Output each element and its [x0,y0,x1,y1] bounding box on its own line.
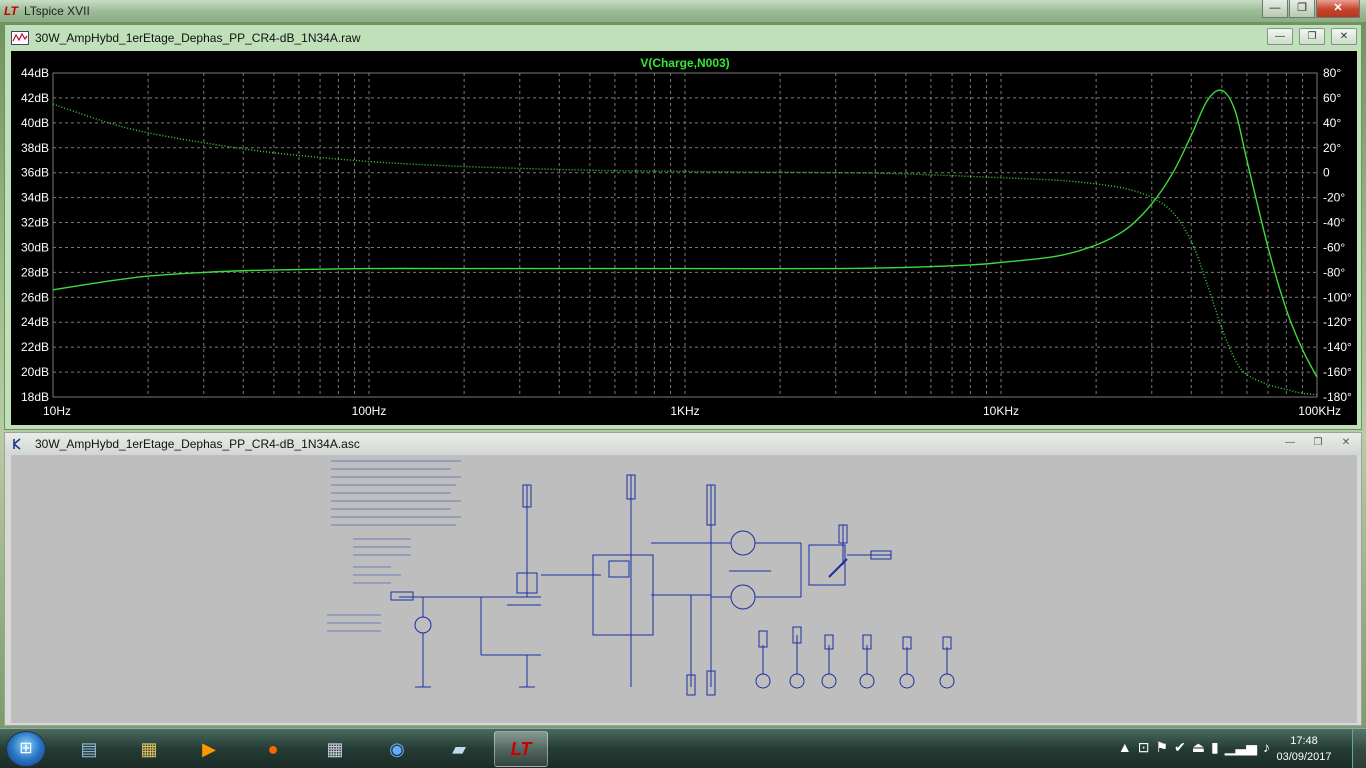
plot-area[interactable]: 44dB 42dB 40dB 38dB 36dB 34dB 32dB 30dB 28dB 26dB… [11,51,1357,425]
restore-button[interactable]: ❐ [1289,0,1315,18]
y-right-tick-label: 40° [1323,116,1341,130]
minimize-button[interactable]: — [1262,0,1288,18]
schematic-icon [13,438,21,450]
tray-power-icon[interactable]: ▮ [1210,739,1219,755]
y-left-tick-label: 26dB [21,290,49,304]
tray-update-icon[interactable]: ✔ [1174,739,1186,755]
start-button[interactable]: ⊞ [6,731,46,767]
y-right-tick-label: 60° [1323,91,1341,105]
x-tick-label: 100KHz [1298,404,1341,418]
taskbar-app-network[interactable]: ◉ [370,731,424,767]
taskbar-clock[interactable]: 17:48 03/09/2017 [1274,733,1334,765]
clock-date: 03/09/2017 [1276,751,1332,763]
x-tick-label: 100Hz [352,404,387,418]
schematic-window-title: 30W_AmpHybd_1erEtage_Dephas_PP_CR4-dB_1N… [35,437,360,451]
schematic-minimize-button[interactable]: — [1285,437,1295,448]
tray-flag-icon[interactable]: ⚑ [1155,739,1168,755]
plot-restore-button[interactable]: ❐ [1299,28,1325,45]
y-right-tick-label: -120° [1323,315,1352,329]
ltspice-logo-icon: LT [4,4,18,18]
app-titlebar[interactable]: LT LTspice XVII — ❐ ✕ [0,0,1366,22]
schematic-canvas[interactable] [11,455,1357,723]
schematic-close-button[interactable]: ✕ [1341,437,1351,448]
spice-directives [327,460,461,632]
plot-window-title: 30W_AmpHybd_1erEtage_Dephas_PP_CR4-dB_1N… [35,31,361,45]
y-left-tick-label: 38dB [21,141,49,155]
y-left-tick-label: 28dB [21,265,49,279]
close-button[interactable]: ✕ [1316,0,1360,18]
y-left-tick-label: 20dB [21,365,49,379]
app-window-controls: — ❐ ✕ [1261,0,1360,18]
y-right-tick-label: -140° [1323,340,1352,354]
plot-minimize-button[interactable]: — [1267,28,1293,45]
globe-icon: ◉ [389,738,405,759]
plot-window-titlebar[interactable]: 30W_AmpHybd_1erEtage_Dephas_PP_CR4-dB_1N… [5,25,1361,51]
y-right-tick-label: -20° [1323,191,1345,205]
system-tray: ▲ ⊡ ⚑ ✔ ⏏ ▮ ▁▃▅ ♪ [1118,739,1270,756]
taskbar-app-firefox[interactable]: ● [246,731,300,767]
plot-title: V(Charge,N003) [640,56,729,70]
word-icon: ▤ [80,738,98,759]
show-desktop-button[interactable] [1352,729,1366,768]
bode-plot[interactable]: 44dB 42dB 40dB 38dB 36dB 34dB 32dB 30dB 28dB 26dB… [11,51,1357,425]
plot-window-controls: — ❐ ✕ [1261,28,1357,45]
y-left-tick-label: 22dB [21,340,49,354]
y-right-tick-label: 80° [1323,66,1341,80]
y-right-tick-label: 20° [1323,141,1341,155]
app-title: LTspice XVII [24,4,90,18]
y-right-tick-label: -160° [1323,365,1352,379]
taskbar-app-calculator[interactable]: ▦ [308,731,362,767]
schematic-window[interactable]: 30W_AmpHybd_1erEtage_Dephas_PP_CR4-dB_1N… [4,432,1362,726]
y-left-tick-label: 44dB [21,66,49,80]
firefox-icon: ● [267,738,279,759]
plot-window[interactable]: 30W_AmpHybd_1erEtage_Dephas_PP_CR4-dB_1N… [4,24,1362,430]
y-right-tick-label: -40° [1323,216,1345,230]
ltspice-icon: LT [510,738,532,759]
taskbar-app-notepad[interactable]: ▰ [432,731,486,767]
schematic-restore-button[interactable]: ❐ [1313,437,1323,448]
tray-volume-icon[interactable]: ♪ [1263,739,1270,755]
tray-expand-icon[interactable]: ▲ [1117,739,1132,755]
schematic-window-titlebar[interactable]: 30W_AmpHybd_1erEtage_Dephas_PP_CR4-dB_1N… [5,433,1361,455]
y-left-tick-label: 42dB [21,91,49,105]
x-tick-label: 1KHz [670,404,699,418]
media-player-icon: ▶ [202,738,216,759]
phase-trace [52,103,1318,396]
phase-splitter-stage[interactable] [541,474,711,696]
y-left-tick-label: 36dB [21,166,49,180]
taskbar-app-explorer[interactable]: ▦ [122,731,176,767]
schematic-window-controls: — ❐ ✕ [1273,436,1357,450]
y-right-tick-label: -180° [1323,390,1352,404]
taskbar: ⊞ ▤ ▦ ▶ ● ▦ ◉ ▰ LT ▲ ⊡ ⚑ ✔ ⏏ ▮ ▁▃▅ ♪ 17:… [0,728,1366,768]
y-left-tick-label: 32dB [21,216,49,230]
plot-close-button[interactable]: ✕ [1331,28,1357,45]
magnitude-trace [52,89,1318,378]
folder-icon: ▦ [140,738,158,759]
y-left-tick-label: 24dB [21,315,49,329]
tray-usb-icon[interactable]: ⏏ [1191,739,1205,755]
y-right-tick-label: -80° [1323,265,1345,279]
y-left-tick-label: 34dB [21,191,49,205]
x-tick-label: 10KHz [983,404,1019,418]
waveform-icon [11,31,29,45]
taskbar-app-media[interactable]: ▶ [182,731,236,767]
taskbar-app-ltspice[interactable]: LT [494,731,548,767]
y-right-tick-label: -60° [1323,240,1345,254]
input-stage[interactable] [390,484,541,688]
tray-signal-icon[interactable]: ▁▃▅ [1224,739,1257,755]
y-right-tick-label: 0 [1323,166,1330,180]
y-left-tick-label: 30dB [21,240,49,254]
supply-sources[interactable] [755,626,955,689]
output-stage[interactable] [706,484,892,696]
x-tick-label: 10Hz [43,404,71,418]
taskbar-app-word[interactable]: ▤ [62,731,116,767]
tray-network-icon[interactable]: ⊡ [1137,739,1150,755]
calculator-icon: ▦ [326,738,344,759]
y-left-tick-label: 40dB [21,116,49,130]
clock-time: 17:48 [1290,735,1318,747]
notepad-icon: ▰ [452,738,466,759]
schematic-drawing[interactable] [11,455,1357,723]
y-left-tick-label: 18dB [21,390,49,404]
y-right-tick-label: -100° [1323,290,1352,304]
